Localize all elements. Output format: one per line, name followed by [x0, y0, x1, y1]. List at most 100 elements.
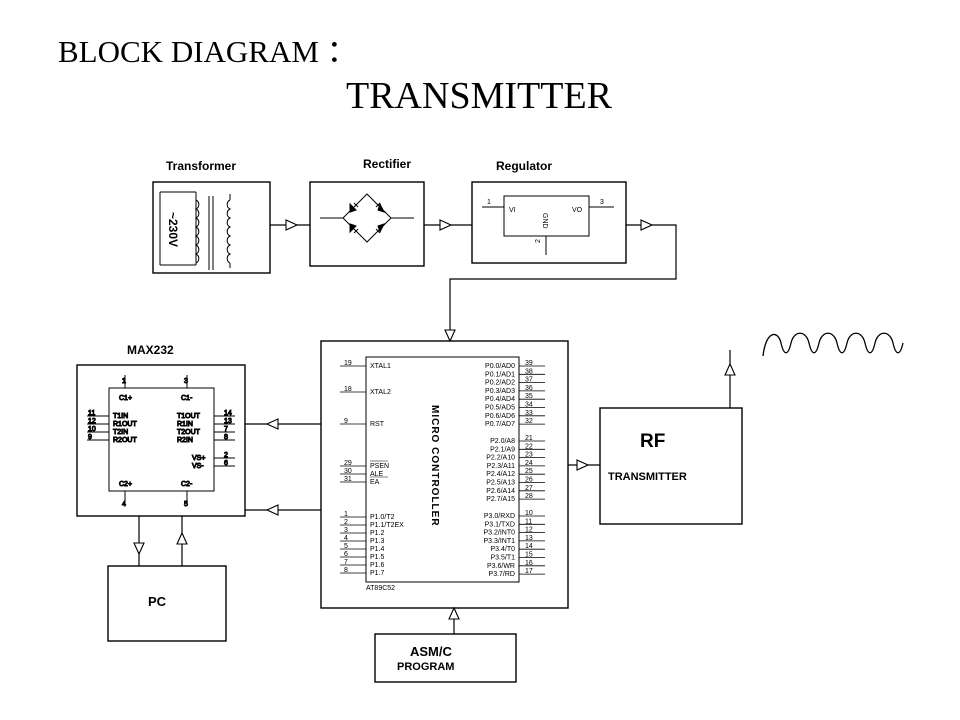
rf-sublabel: TRANSMITTER [608, 471, 687, 483]
microcontroller-left-pin: 4 [344, 535, 348, 542]
arrow-icon [265, 418, 279, 430]
pc-block [107, 565, 227, 642]
regulator-pin-out: 3 [600, 199, 604, 206]
microcontroller-right-pin: 21 [525, 435, 533, 442]
max232-right-pin: 8 [224, 434, 228, 441]
microcontroller-right-label: P3.5/T1 [490, 555, 515, 562]
rectifier-label: Rectifier [363, 157, 411, 171]
max232-left-label: T1IN [113, 413, 128, 420]
max232-bottom-pin: 5 [184, 501, 188, 508]
rectifier-block [309, 181, 425, 267]
microcontroller-left-label: P1.6 [370, 562, 385, 569]
max232-right-label: T2OUT [177, 429, 201, 436]
page-title: BLOCK DIAGRAM ： [58, 34, 358, 69]
microcontroller-right-pin: 32 [525, 418, 533, 425]
arrow-icon [176, 531, 188, 545]
microcontroller-label: MICRO CONTROLLER [429, 405, 440, 527]
arrow-icon [444, 329, 456, 343]
max232-bottom-pin: 4 [122, 501, 126, 508]
max232-left-label: T2IN [113, 429, 128, 436]
microcontroller-left-label: P1.2 [370, 530, 385, 537]
microcontroller-right-label: P0.7/AD7 [485, 421, 515, 428]
regulator-vi: VI [509, 207, 516, 214]
arrow-icon [285, 219, 299, 231]
max232-top-label: C1- [181, 395, 193, 402]
microcontroller-right-pin: 28 [525, 493, 533, 500]
microcontroller-right-label: P2.6/A14 [486, 488, 515, 495]
microcontroller-part: AT89C52 [366, 585, 395, 592]
microcontroller-right-label: P0.6/AD6 [485, 413, 515, 420]
microcontroller-right-pin: 17 [525, 568, 533, 575]
max232-right-label: R2IN [177, 437, 193, 444]
microcontroller-right-pin: 13 [525, 535, 533, 542]
microcontroller-right-label: P3.6/WR [487, 563, 515, 570]
microcontroller-left-pin: 7 [344, 559, 348, 566]
microcontroller-right-pin: 15 [525, 552, 533, 559]
microcontroller-left-pin: 8 [344, 567, 348, 574]
arrow-icon [133, 542, 145, 556]
microcontroller-right-pin: 35 [525, 393, 533, 400]
max232-vs-pin: 2 [224, 452, 228, 459]
microcontroller-left-pin: 1 [344, 511, 348, 518]
microcontroller-right-label: P0.1/AD1 [485, 371, 515, 378]
max232-right-label: R1IN [177, 421, 193, 428]
microcontroller-left-label: P1.4 [370, 546, 385, 553]
microcontroller-right-label: P3.4/T0 [490, 546, 515, 553]
microcontroller-right-label: P3.2/INT0 [483, 530, 515, 537]
microcontroller-right-pin: 16 [525, 560, 533, 567]
arrow-icon [439, 219, 453, 231]
regulator-gnd: GND [541, 213, 548, 229]
microcontroller-left-label: ALE [370, 471, 384, 478]
microcontroller-right-label: P3.7/RD [489, 571, 515, 578]
microcontroller-right-pin: 14 [525, 543, 533, 550]
microcontroller-left-pin: 19 [344, 360, 352, 367]
microcontroller-left-label: EA [370, 479, 380, 486]
microcontroller-left-label: P1.3 [370, 538, 385, 545]
microcontroller-left-pin: 29 [344, 460, 352, 467]
max232-top-pin: 1 [122, 378, 126, 385]
microcontroller-left-label: P1.7 [370, 570, 385, 577]
radio-wave-icon [762, 332, 904, 357]
microcontroller-left-pin: 2 [344, 519, 348, 526]
transformer-label: Transformer [166, 159, 236, 173]
max232-label: MAX232 [127, 343, 174, 357]
program-sublabel: PROGRAM [397, 661, 454, 673]
microcontroller-right-label: P2.7/A15 [486, 496, 515, 503]
microcontroller-right-label: P2.0/A8 [490, 438, 515, 445]
max232-left-label: R1OUT [113, 421, 137, 428]
microcontroller-left-pin: 3 [344, 527, 348, 534]
arrow-icon [576, 459, 590, 471]
rf-label: RF [640, 431, 665, 452]
microcontroller-left-pin: 18 [344, 386, 352, 393]
max232-right-pin: 14 [224, 410, 232, 417]
microcontroller-left-label: P1.0/T2 [370, 514, 395, 521]
microcontroller-right-label: P2.4/A12 [486, 471, 515, 478]
bridge-diode-icon [320, 193, 414, 243]
microcontroller-left-pin: 6 [344, 551, 348, 558]
microcontroller-left-label: XTAL2 [370, 389, 391, 396]
max232-ic [108, 387, 215, 492]
microcontroller-left-pin: 5 [344, 543, 348, 550]
rf-transmitter-block [599, 407, 743, 525]
max232-right-pin: 7 [224, 426, 228, 433]
microcontroller-right-pin: 25 [525, 468, 533, 475]
microcontroller-right-pin: 39 [525, 360, 533, 367]
microcontroller-left-pin: 9 [344, 418, 348, 425]
microcontroller-right-pin: 23 [525, 452, 533, 459]
regulator-pin-gnd: 2 [535, 239, 542, 243]
microcontroller-right-pin: 24 [525, 460, 533, 467]
microcontroller-right-label: P0.5/AD5 [485, 405, 515, 412]
max232-top-label: C1+ [119, 395, 132, 402]
regulator-label: Regulator [496, 159, 552, 173]
microcontroller-right-pin: 26 [525, 477, 533, 484]
max232-vs-label: VS- [192, 463, 204, 470]
microcontroller-left-label: P1.5 [370, 554, 385, 561]
microcontroller-right-label: P3.0/RXD [484, 513, 515, 520]
max232-right-label: T1OUT [177, 413, 201, 420]
microcontroller-right-label: P2.5/A13 [486, 480, 515, 487]
transformer-symbol [159, 191, 232, 270]
max232-vs-pin: 6 [224, 460, 228, 467]
wire-regulator-microcontroller [449, 224, 677, 341]
regulator-pin-in: 1 [487, 199, 491, 206]
